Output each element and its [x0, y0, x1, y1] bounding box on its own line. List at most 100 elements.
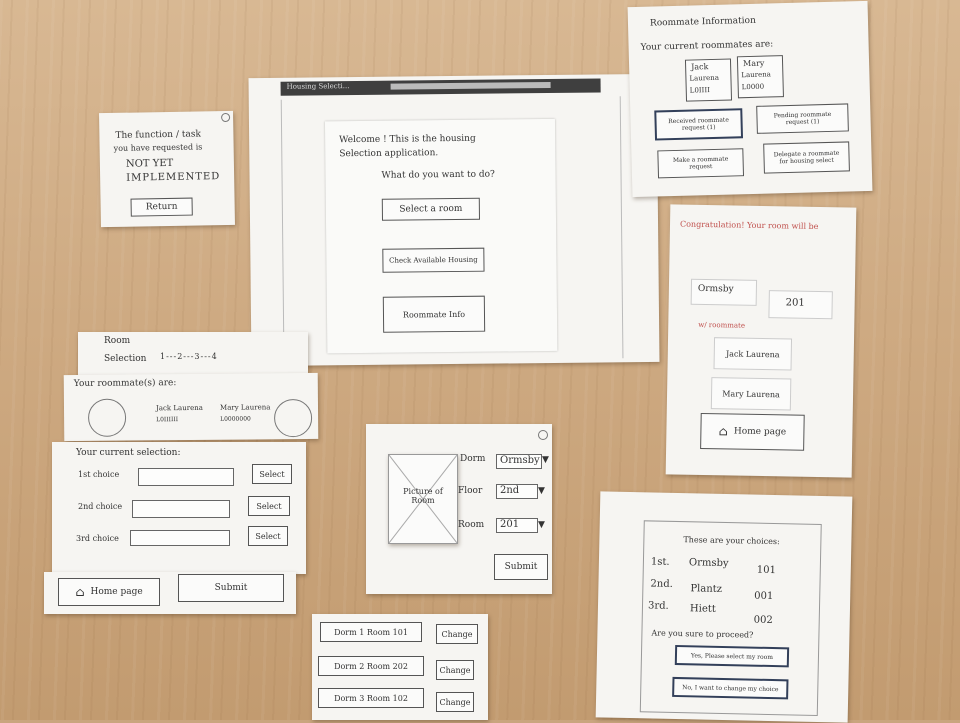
room-picture-cross-icon — [389, 455, 457, 543]
choice-row-1: Dorm 1 Room 101 — [320, 622, 422, 642]
home-icon: ⌂ — [718, 424, 729, 439]
browser-window-sketch: Housing Selecti... Welcome ! This is the… — [248, 73, 660, 367]
welcome-line2: Selection application. — [339, 148, 439, 160]
room-result-box: 201 — [768, 290, 833, 320]
roommate-info-sheet: Roommate Information Your current roomma… — [627, 0, 873, 198]
selection-label: Selection — [104, 354, 147, 364]
make-request-label: Make a roommate request — [672, 155, 729, 171]
browser-tab[interactable]: Housing Selecti... — [286, 82, 350, 91]
room-picture-label: Picture of Room — [403, 487, 443, 505]
dorm-select-value: Ormsby — [500, 455, 540, 466]
form-submit-button[interactable]: Submit — [178, 574, 284, 602]
not-impl-line3: NOT YET — [125, 157, 174, 170]
result-dorm: Ormsby — [697, 283, 734, 295]
dorm-result-box: Ormsby — [690, 278, 758, 306]
make-request-button[interactable]: Make a roommate request — [657, 148, 745, 179]
confirm-r3-room: 002 — [753, 614, 773, 627]
choice1-select-button[interactable]: Select — [252, 464, 292, 484]
choice2-label: 2nd choice — [78, 502, 123, 511]
roommate1-surname: Laurena — [689, 73, 720, 83]
roommate2-name: Mary — [742, 58, 765, 69]
confirm-r1-dorm: Ormsby — [688, 557, 729, 570]
roommate2-surname: Laurena — [741, 70, 771, 80]
return-button[interactable]: Return — [130, 197, 193, 217]
choice3-field[interactable] — [130, 530, 230, 546]
room-label-picker: Room — [458, 520, 485, 530]
change-button-2[interactable]: Change — [436, 660, 474, 680]
roommates-label: Your roommate(s) are: — [73, 378, 177, 390]
welcome-line1: Welcome ! This is the housing — [339, 133, 476, 146]
welcome-card: Welcome ! This is the housing Selection … — [324, 118, 558, 354]
room-selection-header-strip: Room Selection 1---2---3---4 — [78, 332, 308, 376]
roommate-card-1: Jack Laurena L0IIII — [684, 58, 733, 102]
not-implemented-card: The function / task you have requested i… — [99, 110, 235, 228]
room-picture-placeholder: Picture of Room — [388, 454, 458, 544]
pending-request-label: Pending roommate request (1) — [773, 110, 832, 127]
choice2-select-button[interactable]: Select — [248, 496, 290, 516]
result-room: 201 — [785, 297, 805, 309]
form-mate2: Mary Laurena — [219, 403, 271, 412]
roommates-strip: Your roommate(s) are: Jack Laurena L0III… — [63, 372, 319, 442]
confirm-r3-rank: 3rd. — [647, 600, 669, 612]
change-button-1[interactable]: Change — [436, 624, 478, 644]
congratulations-sheet: Congratulation! Your room will be Ormsby… — [665, 204, 857, 478]
not-impl-line2: you have requested is — [113, 142, 203, 153]
confirm-yes-button[interactable]: Yes, Please select my room — [674, 644, 790, 668]
dorm-chevron-down-icon[interactable]: ▼ — [542, 455, 549, 465]
not-impl-line4: IMPLEMENTED — [126, 171, 221, 184]
confirm-r2-rank: 2nd. — [650, 578, 673, 590]
picker-close-icon[interactable] — [538, 430, 548, 440]
roommate2-id: L0000 — [741, 82, 765, 92]
congrats-headline: Congratulation! Your room will be — [679, 219, 819, 231]
room-select-value: 201 — [500, 519, 520, 530]
roommate1-name: Jack — [691, 62, 709, 72]
delegate-roommate-button[interactable]: Delegate a roommate for housing select — [763, 141, 850, 174]
confirm-r2-dorm: Plantz — [690, 583, 723, 595]
not-impl-line1: The function / task — [115, 129, 201, 141]
dorm-select[interactable]: Ormsby — [496, 454, 542, 469]
received-request-button[interactable]: Received roommate request (1) — [654, 108, 744, 141]
change-button-3[interactable]: Change — [436, 692, 474, 712]
room-picker-card: Picture of Room Dorm Ormsby ▼ Floor 2nd … — [366, 424, 552, 594]
confirm-r3-dorm: Hiett — [689, 603, 716, 615]
received-request-label: Received roommate request (1) — [668, 116, 729, 132]
floor-chevron-down-icon[interactable]: ▼ — [538, 486, 545, 496]
choice2-field[interactable] — [132, 500, 230, 518]
confirm-sheet: These are your choices: 1st. Ormsby 101 … — [595, 491, 853, 723]
progress-steps: 1---2---3---4 — [160, 352, 218, 361]
confirm-r1-room: 101 — [756, 564, 776, 577]
choice-row-2: Dorm 2 Room 202 — [318, 656, 424, 676]
confirm-r2-room: 001 — [754, 590, 774, 603]
choice1-field[interactable] — [138, 468, 234, 486]
avatar-left — [87, 398, 127, 437]
selection-footer-strip: ⌂ Home page Submit — [44, 572, 296, 614]
current-selection-label: Your current selection: — [76, 448, 181, 458]
floor-select[interactable]: 2nd — [496, 484, 538, 499]
address-bar[interactable] — [390, 81, 551, 90]
congrats-home-button[interactable]: ⌂ Home page — [700, 412, 805, 451]
form-mate2-id: L0000000 — [220, 415, 251, 423]
select-room-button[interactable]: Select a room — [381, 197, 480, 221]
current-selection-card: Your current selection: 1st choice Selec… — [52, 442, 306, 574]
room-chevron-down-icon[interactable]: ▼ — [538, 520, 545, 530]
choice-row-3: Dorm 3 Room 102 — [318, 688, 424, 708]
delegate-roommate-label: Delegate a roommate for housing select — [773, 149, 840, 166]
browser-titlebar: Housing Selecti... — [280, 78, 601, 96]
pending-request-button[interactable]: Pending roommate request (1) — [756, 103, 849, 134]
result-mate2-box: Mary Laurena — [710, 377, 792, 411]
room-label: Room — [104, 336, 131, 346]
result-mate1-box: Jack Laurena — [713, 337, 793, 371]
confirm-no-button[interactable]: No, I want to change my choice — [672, 676, 789, 700]
choice3-select-button[interactable]: Select — [248, 526, 288, 546]
roommate-card-2: Mary Laurena L0000 — [736, 55, 784, 99]
roommate-info-button[interactable]: Roommate Info — [382, 295, 486, 333]
congrats-home-label: Home page — [733, 426, 787, 438]
picker-submit-button[interactable]: Submit — [494, 554, 548, 580]
check-housing-button[interactable]: Check Available Housing — [382, 247, 485, 273]
roommate1-id: L0IIII — [689, 86, 711, 95]
dorm-label: Dorm — [460, 454, 486, 464]
floor-select-value: 2nd — [500, 485, 520, 496]
form-home-button[interactable]: ⌂ Home page — [58, 578, 160, 606]
close-icon[interactable] — [221, 112, 231, 123]
room-select[interactable]: 201 — [496, 518, 538, 533]
